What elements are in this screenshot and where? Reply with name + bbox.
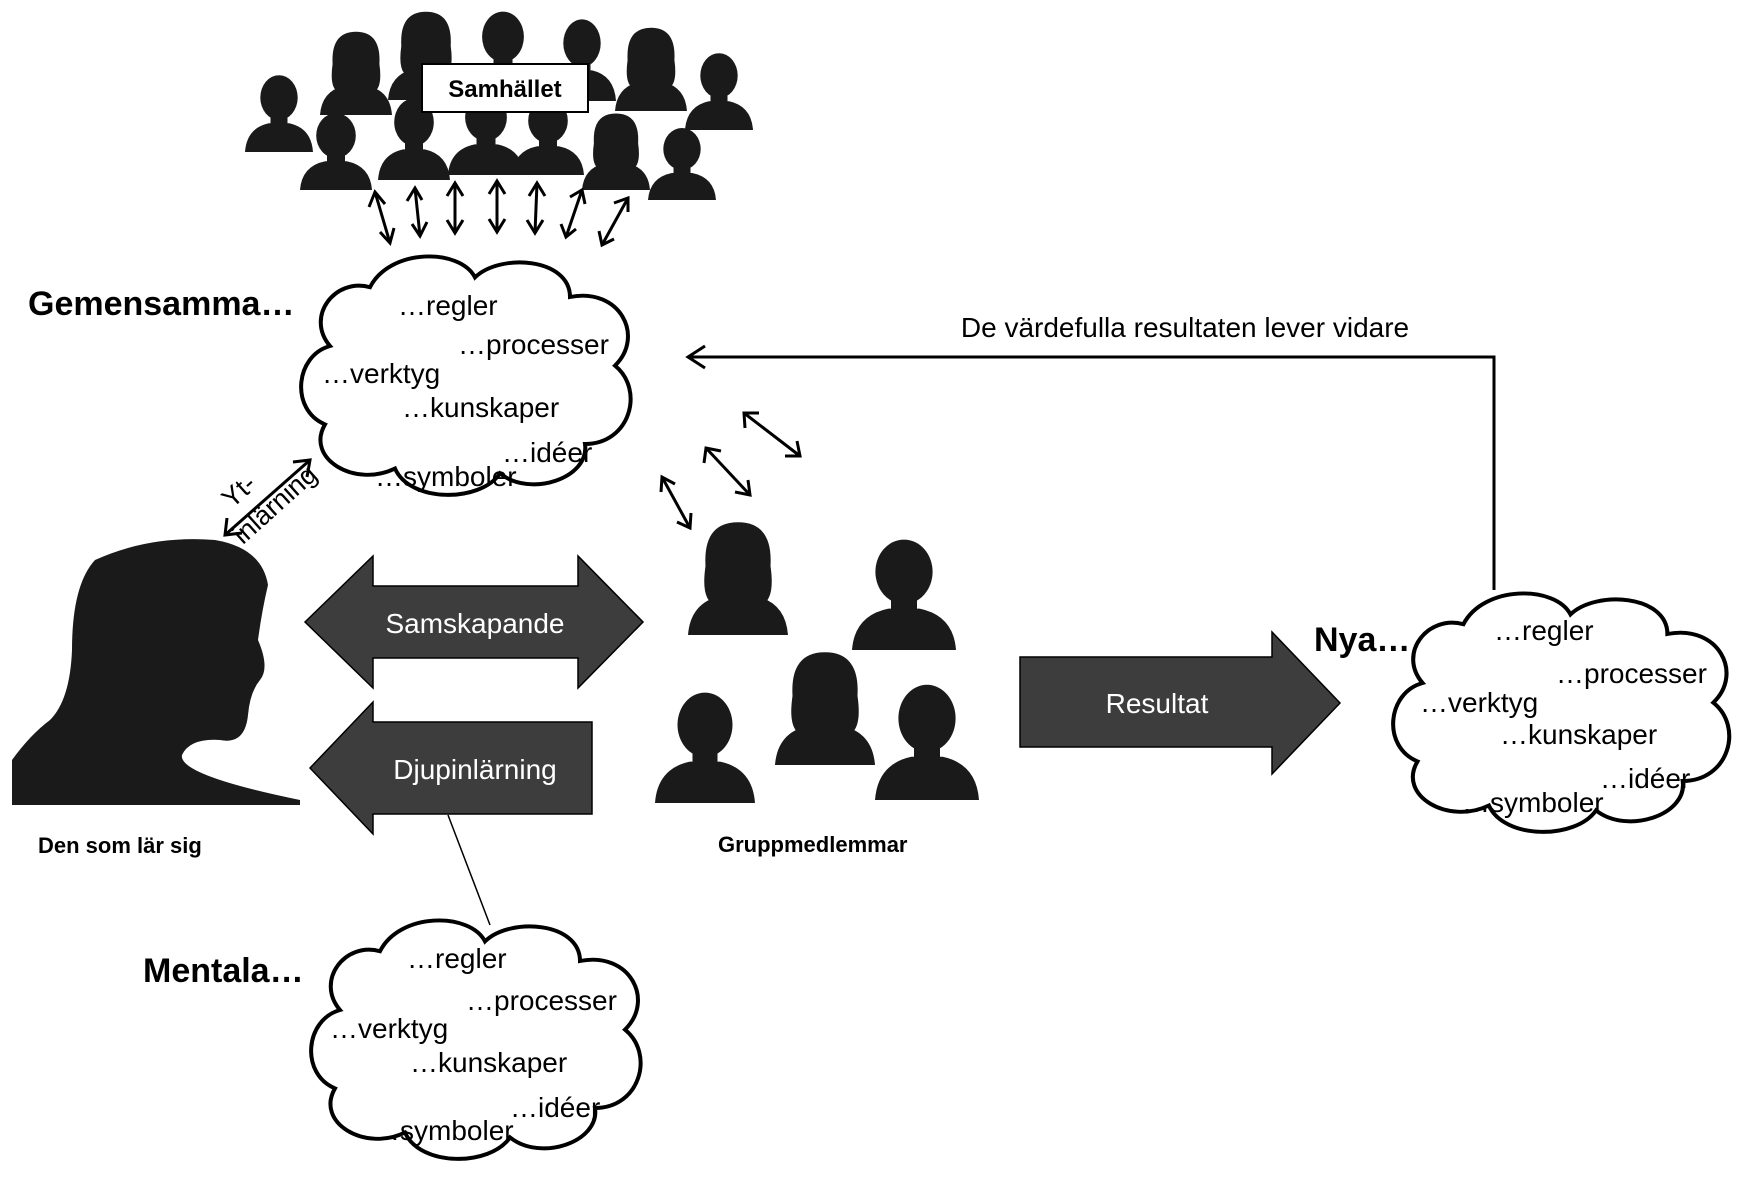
mental-item-4: …idéer bbox=[510, 1092, 600, 1123]
mental-item-1: …processer bbox=[466, 985, 617, 1016]
mental-item-3: …kunskaper bbox=[410, 1047, 567, 1078]
new-item-1: …processer bbox=[1556, 658, 1707, 689]
group-members-icon bbox=[655, 522, 979, 803]
group-caption: Gruppmedlemmar bbox=[718, 832, 908, 857]
deep-learning-arrow: Djupinlärning bbox=[308, 700, 593, 836]
shared-item-2: …verktyg bbox=[322, 358, 440, 389]
society-label-box: Samhället bbox=[421, 63, 589, 113]
shared-item-5: …symboler bbox=[375, 461, 517, 492]
shared-item-3: …kunskaper bbox=[402, 392, 559, 423]
new-item-4: …idéer bbox=[1600, 763, 1690, 794]
shared-item-4: …idéer bbox=[502, 437, 592, 468]
shared-item-0: …regler bbox=[398, 290, 498, 321]
deep-learning-connector bbox=[447, 814, 491, 926]
feedback-label: De värdefulla resultaten lever vidare bbox=[961, 312, 1409, 343]
mental-item-5: …symboler bbox=[372, 1115, 514, 1146]
new-item-3: …kunskaper bbox=[1500, 719, 1657, 750]
feedback-arrow bbox=[685, 344, 1496, 590]
mental-cloud: …regler …processer …verktyg …kunskaper …… bbox=[309, 918, 643, 1161]
shared-cloud: …regler …processer …verktyg …kunskaper …… bbox=[299, 254, 633, 497]
new-item-2: …verktyg bbox=[1420, 687, 1538, 718]
mental-heading: Mentala… bbox=[143, 952, 304, 990]
new-heading: Nya… bbox=[1314, 621, 1410, 659]
group-exchange-arrows bbox=[659, 411, 802, 531]
mental-item-2: …verktyg bbox=[330, 1013, 448, 1044]
surface-learning-arrow bbox=[223, 458, 312, 537]
new-item-0: …regler bbox=[1494, 615, 1594, 646]
co-creation-label: Samskapande bbox=[385, 608, 564, 639]
co-creation-arrow: Samskapande bbox=[303, 554, 645, 690]
shared-heading: Gemensamma… bbox=[28, 285, 294, 323]
society-label: Samhället bbox=[448, 76, 561, 103]
surface-learning-label: Yt- inlärning bbox=[216, 459, 323, 550]
learner-silhouette-icon bbox=[12, 539, 300, 805]
shared-item-1: …processer bbox=[458, 329, 609, 360]
new-cloud: …regler …processer …verktyg …kunskaper …… bbox=[1393, 593, 1729, 831]
society-exchange-arrows bbox=[367, 178, 630, 248]
new-item-5: …symboler bbox=[1462, 787, 1604, 818]
result-arrow: Resultat bbox=[1019, 630, 1342, 776]
deep-learning-label: Djupinlärning bbox=[393, 754, 556, 785]
result-label: Resultat bbox=[1106, 688, 1209, 719]
mental-item-0: …regler bbox=[407, 943, 507, 974]
learner-caption: Den som lär sig bbox=[38, 833, 202, 858]
